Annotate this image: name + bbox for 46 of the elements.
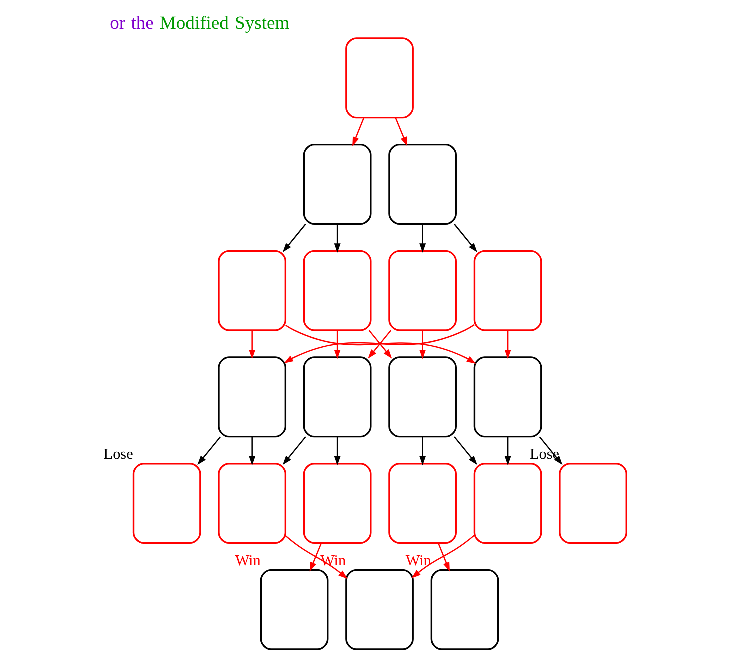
arrow — [197, 436, 221, 466]
node-box — [558, 463, 627, 544]
arrow — [309, 543, 322, 572]
arrow — [284, 536, 348, 580]
arrow — [437, 543, 450, 572]
node-box — [218, 356, 286, 438]
node-box — [388, 356, 456, 438]
arrow — [248, 436, 256, 466]
arrow — [394, 118, 407, 146]
node-box — [473, 463, 542, 544]
arrow — [419, 436, 426, 466]
arrow — [334, 436, 340, 466]
node-box — [388, 144, 456, 225]
arrow — [504, 330, 511, 360]
arrow — [454, 436, 477, 466]
node-label: Lose — [103, 446, 133, 464]
node-box — [260, 569, 328, 650]
arrow — [504, 436, 511, 466]
node-box — [302, 250, 372, 332]
node-box — [132, 463, 201, 544]
node-box — [218, 250, 286, 332]
node-label: Win — [405, 552, 431, 570]
node-box — [388, 250, 456, 332]
node-box — [473, 250, 542, 332]
node-label: Win — [320, 552, 346, 570]
arrow — [419, 330, 426, 360]
arrow — [419, 224, 426, 253]
node-box — [302, 356, 372, 438]
arrow — [411, 534, 475, 578]
node-box — [302, 144, 372, 225]
node-box — [430, 569, 499, 650]
arrow — [352, 118, 364, 146]
node-box — [345, 569, 414, 650]
node-box — [302, 463, 372, 544]
node-box — [345, 38, 414, 119]
node-box — [473, 356, 542, 438]
arrow — [334, 330, 340, 360]
node-box — [388, 463, 456, 544]
arrow — [454, 224, 477, 252]
arrow — [282, 224, 306, 252]
node-box — [218, 463, 286, 544]
arrow — [282, 436, 306, 466]
arrow — [248, 330, 256, 360]
diagram-title: or the Modified System — [110, 12, 290, 34]
node-label: Win — [234, 552, 260, 570]
arrow — [334, 224, 340, 253]
